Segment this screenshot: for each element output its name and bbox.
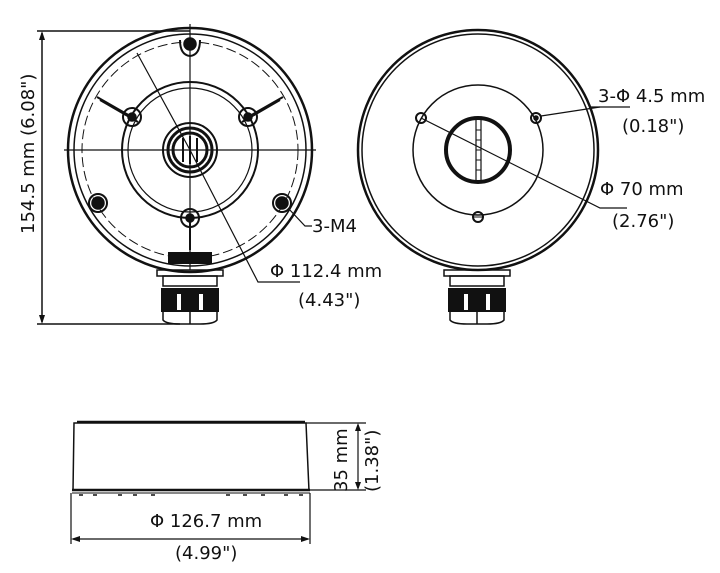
center-opening bbox=[444, 116, 512, 184]
side-height-in-label: (1.38") bbox=[362, 429, 383, 492]
hole-leader bbox=[540, 106, 601, 117]
mounting-holes bbox=[415, 112, 542, 223]
front-height-label: 154.5 mm (6.08") bbox=[18, 73, 39, 234]
back-view bbox=[356, 28, 630, 325]
side-height-dimension bbox=[306, 422, 366, 491]
center-cable-entry bbox=[162, 122, 218, 178]
side-body bbox=[72, 422, 310, 492]
back-cable-gland bbox=[443, 269, 511, 325]
inner-screw-bosses bbox=[122, 107, 258, 228]
side-width-in-label: (4.99") bbox=[175, 543, 238, 564]
height-dimension bbox=[37, 30, 190, 325]
front-diameter-in-label: (4.43") bbox=[298, 290, 361, 311]
m4-mounting-holes bbox=[88, 37, 292, 213]
side-view bbox=[70, 420, 366, 544]
m4-screw-label: 3-M4 bbox=[312, 216, 357, 237]
back-diameter-mm-label: Φ 70 mm bbox=[600, 179, 684, 200]
cable-gland bbox=[156, 252, 224, 325]
side-height-mm-label: 35 mm bbox=[331, 428, 352, 492]
back-diameter-in-label: (2.76") bbox=[612, 211, 675, 232]
m4-leader bbox=[287, 207, 312, 227]
side-width-mm-label: Φ 126.7 mm bbox=[150, 511, 263, 532]
diameter-leader bbox=[136, 52, 300, 283]
front-view bbox=[37, 24, 316, 325]
width-dimension bbox=[70, 493, 311, 544]
hole-mm-label: 3-Φ 4.5 mm bbox=[598, 86, 706, 107]
hole-in-label: (0.18") bbox=[622, 116, 685, 137]
diameter-leader-back bbox=[420, 117, 627, 209]
front-diameter-mm-label: Φ 112.4 mm bbox=[270, 261, 383, 282]
mounting-circle bbox=[412, 84, 544, 216]
